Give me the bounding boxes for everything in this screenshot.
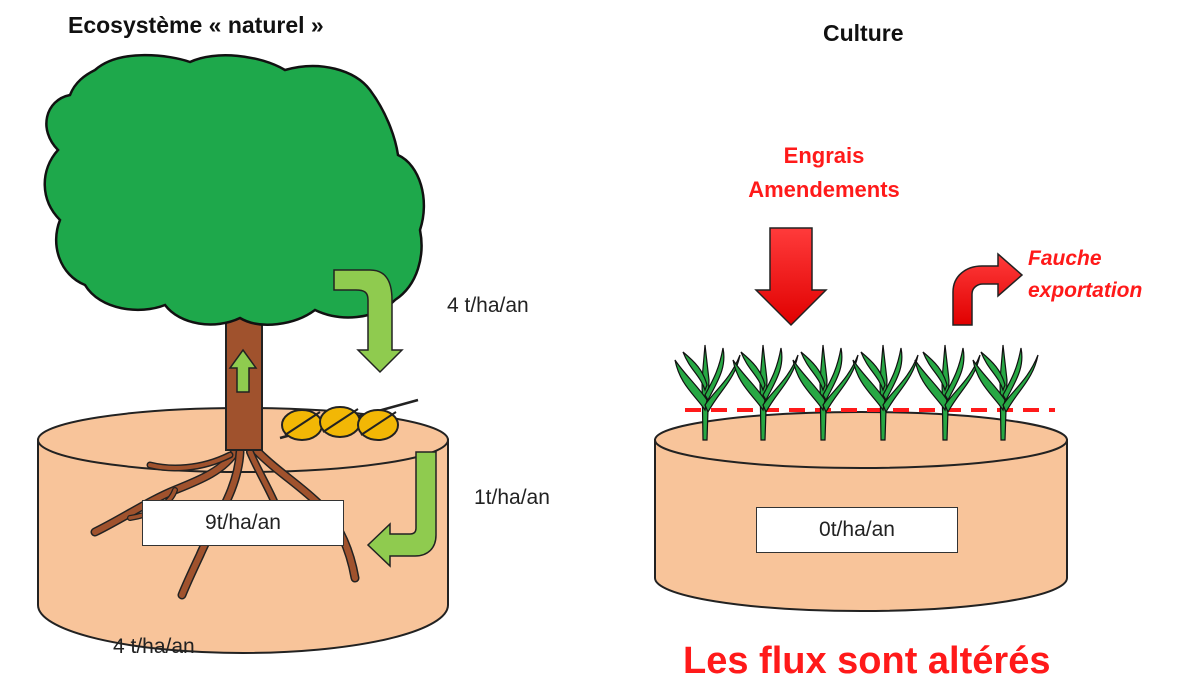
stock-box-right: 0t/ha/an [756, 507, 958, 553]
export-label-line1: Fauche [1028, 247, 1102, 270]
left-title: Ecosystème « naturel » [68, 12, 324, 38]
stock-value-right: 0t/ha/an [819, 518, 895, 541]
inputs-label-line1: Engrais [783, 143, 865, 168]
litterfall-arrow-icon [333, 269, 404, 374]
stock-value-left: 9t/ha/an [205, 511, 281, 534]
fertilizer-input-arrow-icon [754, 227, 828, 327]
flux-roots-label: 1t/ha/an [474, 486, 550, 509]
fallen-leaves [279, 398, 419, 441]
inputs-label: Engrais Amendements [724, 139, 924, 207]
crop-plants [674, 344, 1039, 441]
sap-up-arrow-icon [228, 348, 258, 393]
stock-box-left: 9t/ha/an [142, 500, 344, 546]
export-label: Fauche exportation [1028, 243, 1142, 307]
right-title: Culture [823, 20, 904, 46]
export-label-line2: exportation [1028, 279, 1143, 302]
conclusion-text: Les flux sont altérés [683, 640, 1051, 682]
soil-input-arrow-icon [366, 451, 437, 568]
flux-litter-label: 4 t/ha/an [447, 294, 529, 317]
tree-canopy [43, 53, 426, 326]
flux-bottom-label: 4 t/ha/an [113, 635, 195, 658]
inputs-label-line2: Amendements [748, 177, 900, 202]
harvest-export-arrow-icon [952, 252, 1024, 326]
